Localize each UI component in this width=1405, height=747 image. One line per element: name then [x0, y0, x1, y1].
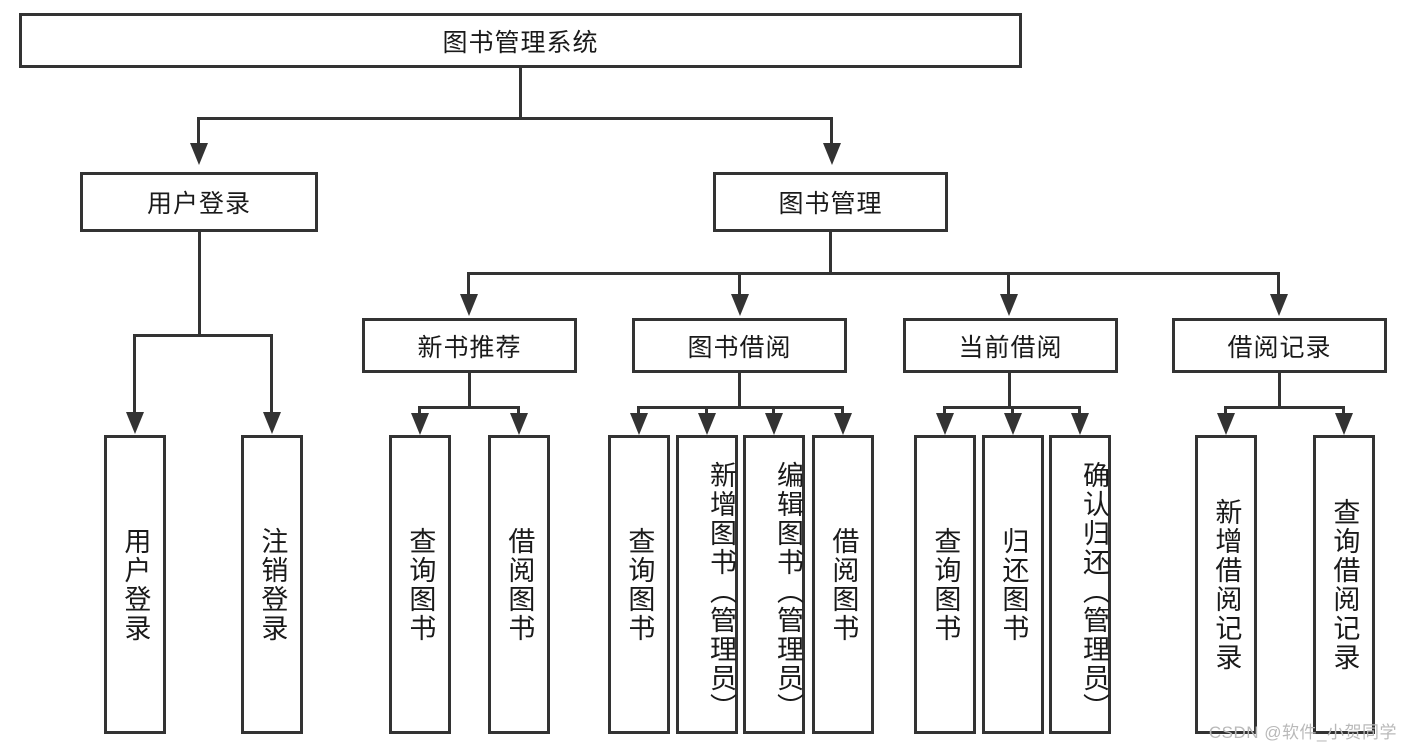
edge-current-borrow-stem [1008, 373, 1011, 409]
arrow-down-icon [1004, 413, 1022, 435]
node-user-login[interactable]: 用户登录 [80, 172, 318, 232]
node-new-book-recommend[interactable]: 新书推荐 [362, 318, 577, 373]
edge-user-login-to-leaf2 [270, 334, 273, 413]
edge-book-management-bar [467, 272, 1280, 275]
edge-new-book-to-leaf1 [418, 406, 421, 414]
node-leaf-borrow-book-2[interactable]: 借阅图书 [812, 435, 874, 734]
node-leaf-return-book[interactable]: 归还图书 [982, 435, 1044, 734]
edge-user-login-stem [198, 232, 201, 334]
node-leaf-confirm-return[interactable]: 确认归还（管理员） [1049, 435, 1111, 734]
node-label: 借阅图书 [504, 526, 535, 643]
edge-bm-to-new-book [467, 272, 470, 295]
node-root-system[interactable]: 图书管理系统 [19, 13, 1022, 68]
node-leaf-logout-login[interactable]: 注销登录 [241, 435, 303, 734]
node-current-borrow[interactable]: 当前借阅 [903, 318, 1118, 373]
arrow-down-icon [411, 413, 429, 435]
node-leaf-add-book[interactable]: 新增图书（管理员） [676, 435, 738, 734]
arrow-down-icon [834, 413, 852, 435]
node-label: 新增借阅记录 [1211, 497, 1242, 672]
arrow-down-icon [823, 143, 841, 165]
arrow-down-icon [1270, 294, 1288, 316]
node-leaf-user-login[interactable]: 用户登录 [104, 435, 166, 734]
edge-user-login-bar [133, 334, 273, 337]
edge-borrow-record-to-leaf2 [1342, 406, 1345, 414]
arrow-down-icon [126, 412, 144, 434]
arrow-down-icon [630, 413, 648, 435]
edge-root-stem [519, 68, 522, 117]
edge-book-borrow-to-leaf2 [705, 406, 708, 414]
node-label: 注销登录 [257, 526, 288, 643]
node-label: 归还图书 [998, 526, 1029, 643]
arrow-down-icon [1071, 413, 1089, 435]
node-label: 用户登录 [146, 190, 251, 218]
edge-root-to-book-management [830, 117, 833, 144]
edge-root-to-user-login [197, 117, 200, 144]
edge-current-borrow-to-leaf3 [1078, 406, 1081, 414]
node-leaf-query-record[interactable]: 查询借阅记录 [1313, 435, 1375, 734]
edge-user-login-to-leaf1 [133, 334, 136, 413]
node-label: 新增图书（管理员） [706, 461, 736, 722]
edge-book-management-stem [829, 232, 832, 274]
node-label: 图书管理 [778, 190, 883, 218]
arrow-down-icon [936, 413, 954, 435]
edge-new-book-to-leaf2 [517, 406, 520, 414]
edge-borrow-record-stem [1278, 373, 1281, 409]
node-borrow-record[interactable]: 借阅记录 [1172, 318, 1387, 373]
node-label: 查询图书 [930, 526, 961, 643]
edge-current-borrow-to-leaf1 [943, 406, 946, 414]
node-label: 图书管理系统 [442, 28, 599, 57]
arrow-down-icon [698, 413, 716, 435]
edge-borrow-record-to-leaf1 [1224, 406, 1227, 414]
edge-book-borrow-to-leaf1 [637, 406, 640, 414]
node-label: 编辑图书（管理员） [773, 461, 803, 722]
edge-current-borrow-to-leaf2 [1011, 406, 1014, 414]
edge-new-book-bar [418, 406, 520, 409]
arrow-down-icon [190, 143, 208, 165]
edge-book-borrow-bar [637, 406, 844, 409]
edge-new-book-stem [468, 373, 471, 409]
node-label: 借阅图书 [828, 526, 859, 643]
arrow-down-icon [263, 412, 281, 434]
edge-book-borrow-to-leaf4 [841, 406, 844, 414]
node-label: 确认归还（管理员） [1079, 461, 1109, 722]
edge-borrow-record-bar [1224, 406, 1345, 409]
node-leaf-add-record[interactable]: 新增借阅记录 [1195, 435, 1257, 734]
node-label: 查询借阅记录 [1329, 497, 1360, 672]
node-label: 借阅记录 [1227, 333, 1332, 362]
node-book-management[interactable]: 图书管理 [713, 172, 948, 232]
node-leaf-edit-book[interactable]: 编辑图书（管理员） [743, 435, 805, 734]
arrow-down-icon [731, 294, 749, 316]
node-leaf-borrow-book-1[interactable]: 借阅图书 [488, 435, 550, 734]
node-leaf-query-book-2[interactable]: 查询图书 [608, 435, 670, 734]
arrow-down-icon [510, 413, 528, 435]
arrow-down-icon [765, 413, 783, 435]
edge-book-borrow-stem [738, 373, 741, 409]
node-book-borrow[interactable]: 图书借阅 [632, 318, 847, 373]
edge-root-bar [197, 117, 833, 120]
node-label: 当前借阅 [958, 333, 1063, 362]
node-label: 用户登录 [120, 526, 151, 643]
edge-bm-to-current-borrow [1007, 272, 1010, 295]
arrow-down-icon [1217, 413, 1235, 435]
edge-bm-to-book-borrow [738, 272, 741, 295]
arrow-down-icon [460, 294, 478, 316]
edge-bm-to-borrow-record [1277, 272, 1280, 295]
node-label: 查询图书 [405, 526, 436, 643]
node-leaf-query-book-3[interactable]: 查询图书 [914, 435, 976, 734]
node-label: 图书借阅 [687, 333, 792, 362]
node-leaf-query-book-1[interactable]: 查询图书 [389, 435, 451, 734]
arrow-down-icon [1335, 413, 1353, 435]
edge-book-borrow-to-leaf3 [772, 406, 775, 414]
arrow-down-icon [1000, 294, 1018, 316]
node-label: 新书推荐 [417, 333, 522, 362]
node-label: 查询图书 [624, 526, 655, 643]
watermark: CSDN @软件_小贺同学 [1208, 723, 1397, 742]
